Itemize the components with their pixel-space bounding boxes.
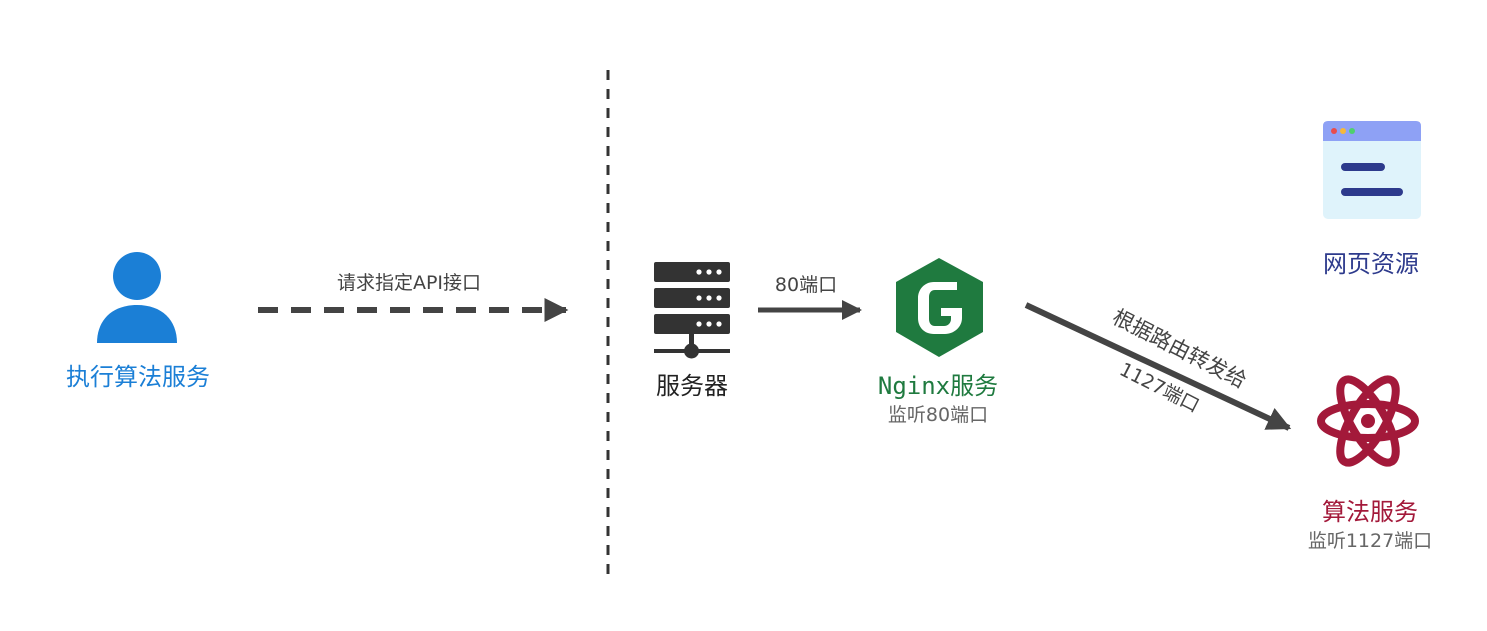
algo-service-label: 算法服务 [1322, 498, 1418, 526]
nginx-sublabel: 监听80端口 [887, 404, 989, 426]
user-label: 执行算法服务 [66, 363, 210, 391]
web-resource-label: 网页资源 [1323, 250, 1419, 278]
algo-service-sublabel: 监听1127端口 [1307, 530, 1433, 552]
nginx-icon [896, 258, 983, 357]
server-label: 服务器 [656, 372, 728, 400]
route-arrow [1024, 302, 1292, 431]
request-label: 请求指定API接口 [336, 272, 482, 294]
server-icon [654, 262, 730, 359]
atom-icon [1317, 375, 1419, 467]
port80-label: 80端口 [774, 274, 838, 296]
user-icon [97, 252, 177, 343]
browser-window-icon [1323, 121, 1421, 219]
nginx-label: Nginx服务 [877, 372, 999, 400]
